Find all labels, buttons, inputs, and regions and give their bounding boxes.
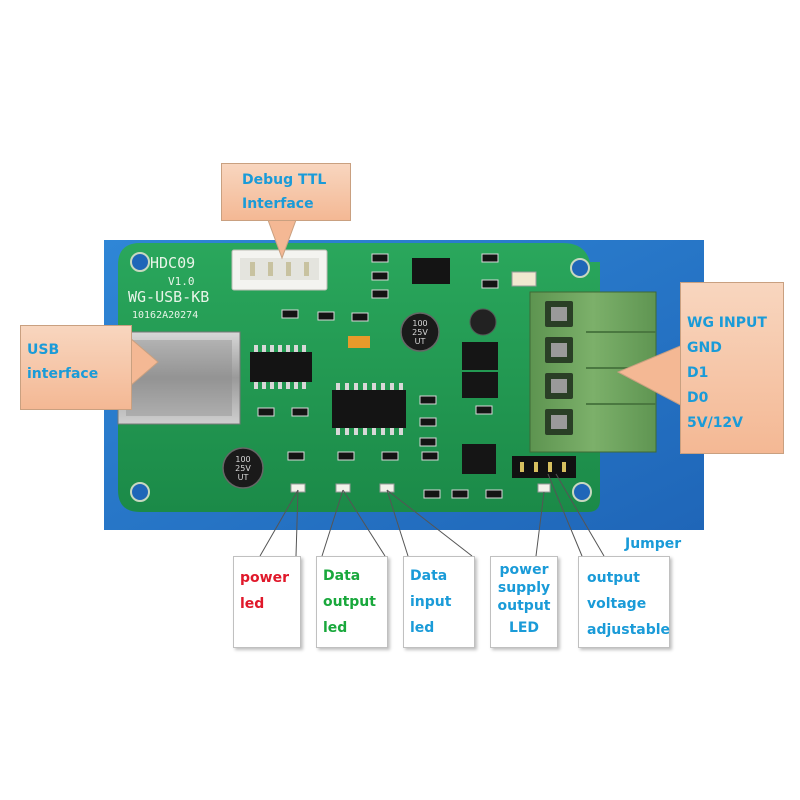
regulator-2 [462,372,498,398]
led-power-supply [537,483,551,493]
regulator-1 [462,342,498,370]
callout-power-supply-led: power supply output LED [490,556,558,648]
silk-version: V1.0 [168,275,195,288]
silk-name: WG-USB-KB [128,288,209,306]
svg-text:25V: 25V [235,464,251,473]
callout-data-input-led: Data input led [403,556,475,648]
callout-usb: USB interface [20,325,132,410]
mounting-hole [130,482,150,502]
svg-text:100: 100 [235,455,250,464]
callout-wg-input: WG INPUT GND D1 D0 5V/12V [680,282,784,454]
mounting-hole [130,252,150,272]
svg-text:25V: 25V [412,328,428,337]
ic-top [412,258,450,284]
led3 [379,483,395,493]
inductor [469,308,497,336]
jumper-header [512,456,576,478]
mounting-hole [570,258,590,278]
led2 [335,483,351,493]
silk-serial: 10162A20274 [132,310,198,321]
svg-text:100: 100 [412,319,427,328]
silk-model: HDC09 [150,254,195,272]
ic-u1 [332,390,406,428]
callout-power-led: power led [233,556,301,648]
callout-data-output-led: Data output led [316,556,388,648]
fuse [511,271,537,287]
regulator-3 [462,444,496,474]
mounting-hole [572,482,592,502]
capacitor-bottom: 100 25V UT [222,447,264,489]
tantalum-cap [348,336,370,348]
svg-text:UT: UT [238,473,249,482]
svg-text:UT: UT [415,337,426,346]
callout-debug-ttl: Debug TTL Interface [221,163,351,221]
ic-u2 [250,352,312,382]
pointer-lines [259,473,605,557]
capacitor-top: 100 25V UT [400,312,440,352]
callout-output-voltage: output voltage adjustable [578,556,670,648]
label-jumper: Jumper [625,536,682,552]
